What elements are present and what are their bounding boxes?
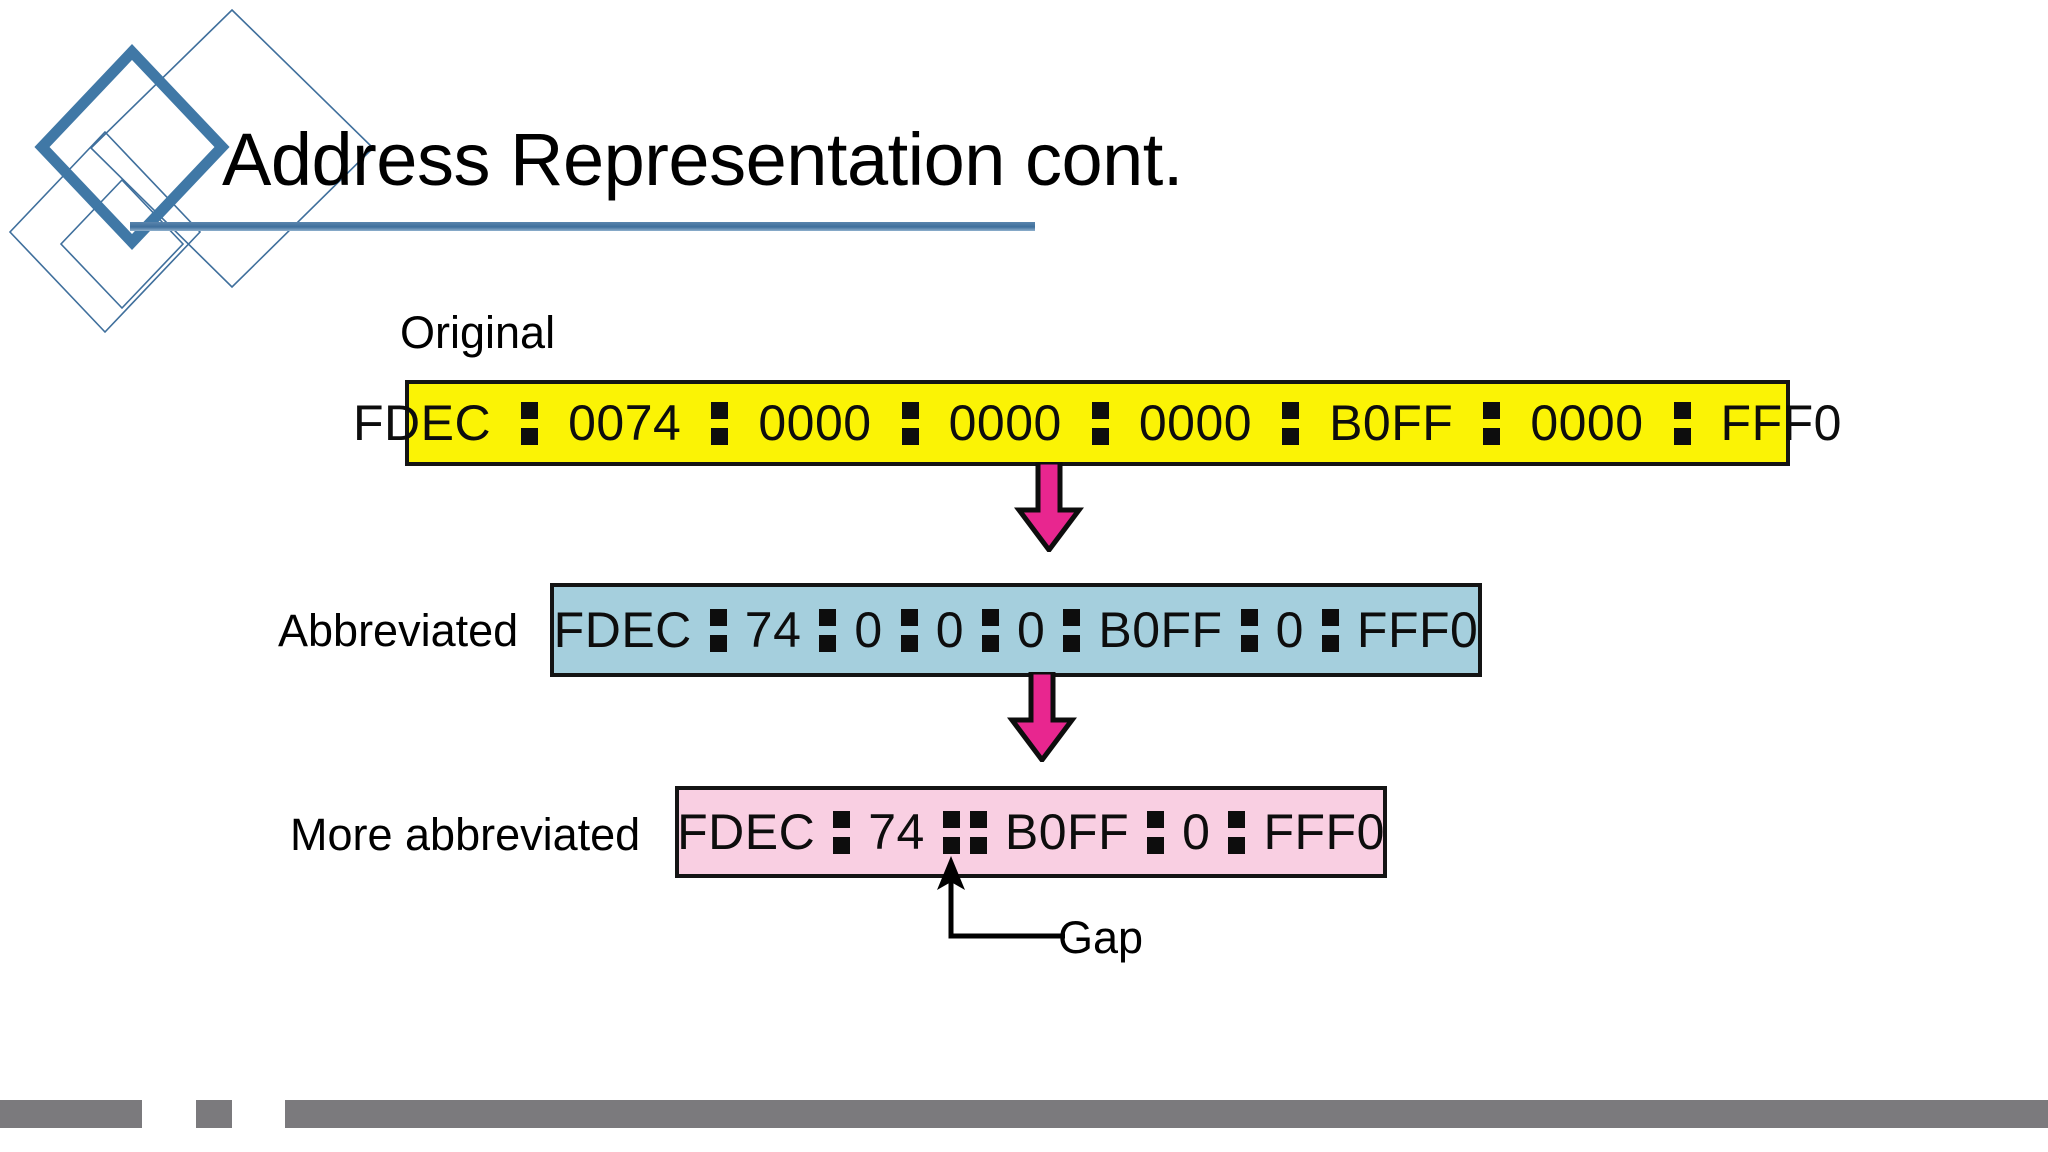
hex-group: 0 — [1182, 804, 1211, 860]
gap-label: Gap — [1058, 912, 1144, 963]
separator-colon-icon — [1673, 401, 1691, 445]
separator-colon-icon — [1321, 608, 1339, 652]
hex-group: 0 — [1275, 602, 1304, 658]
separator-colon-icon — [709, 608, 727, 652]
separator-colon-icon — [521, 401, 539, 445]
separator-colon-icon — [1483, 401, 1501, 445]
separator-colon-icon — [1282, 401, 1300, 445]
page-title: Address Representation cont. — [222, 118, 1183, 201]
address-bar-abbreviated: FDEC 74 0 0 0 B0FF 0 FFF0 — [550, 583, 1482, 677]
hex-group: B0FF — [1329, 395, 1454, 451]
separator-colon-icon — [711, 401, 729, 445]
separator-colon-icon — [819, 608, 837, 652]
separator-colon-icon — [1240, 608, 1258, 652]
footer-bar — [0, 1100, 2048, 1128]
row-label-more-abbreviated: More abbreviated — [290, 809, 641, 860]
address-bar-more-abbreviated: FDEC 74 B0FF 0 FFF0 — [675, 786, 1387, 878]
separator-colon-icon — [901, 401, 919, 445]
footer-segment — [0, 1100, 142, 1128]
separator-colon-icon — [1228, 810, 1246, 854]
hex-group: FDEC — [353, 395, 492, 451]
gap-callout-leader — [937, 856, 1065, 939]
hex-group: B0FF — [1098, 602, 1223, 658]
separator-colon-icon — [1147, 810, 1165, 854]
hex-group: FFF0 — [1720, 395, 1842, 451]
hex-group: 74 — [868, 804, 925, 860]
hex-group: 0074 — [568, 395, 682, 451]
row-label-abbreviated: Abbreviated — [278, 605, 519, 656]
hex-group: B0FF — [1004, 804, 1130, 860]
separator-colon-icon — [942, 810, 960, 854]
hex-group: 0 — [1017, 602, 1046, 658]
hex-group: FFF0 — [1356, 602, 1479, 658]
hex-group: 0000 — [758, 395, 872, 451]
hex-group: FFF0 — [1263, 804, 1385, 860]
hex-group: 0000 — [1138, 395, 1253, 451]
separator-colon-icon — [1091, 401, 1109, 445]
address-bar-original: FDEC 0074 0000 0000 0000 B0FF 0000 FFF0 — [353, 380, 1841, 466]
footer-segment — [196, 1100, 232, 1128]
footer-segment — [285, 1100, 2048, 1128]
hex-group: 0000 — [1530, 395, 1644, 451]
separator-colon-icon-gap — [969, 810, 987, 854]
hex-group: 0 — [935, 602, 965, 658]
title-block: Address Representation cont. — [0, 0, 2048, 260]
hex-group: FDEC — [553, 602, 692, 658]
separator-colon-icon — [900, 608, 918, 652]
hex-group: 0000 — [948, 395, 1062, 451]
separator-colon-icon — [982, 608, 1000, 652]
flow-arrow-down-icon — [1014, 462, 1084, 552]
hex-group: FDEC — [677, 804, 816, 860]
flow-arrow-down-icon — [1007, 672, 1077, 762]
separator-colon-icon — [1063, 608, 1081, 652]
separator-colon-icon — [833, 810, 851, 854]
hex-group: 0 — [854, 602, 883, 658]
row-label-original: Original — [400, 307, 556, 358]
hex-group: 74 — [744, 602, 802, 658]
title-underline — [130, 222, 1035, 231]
